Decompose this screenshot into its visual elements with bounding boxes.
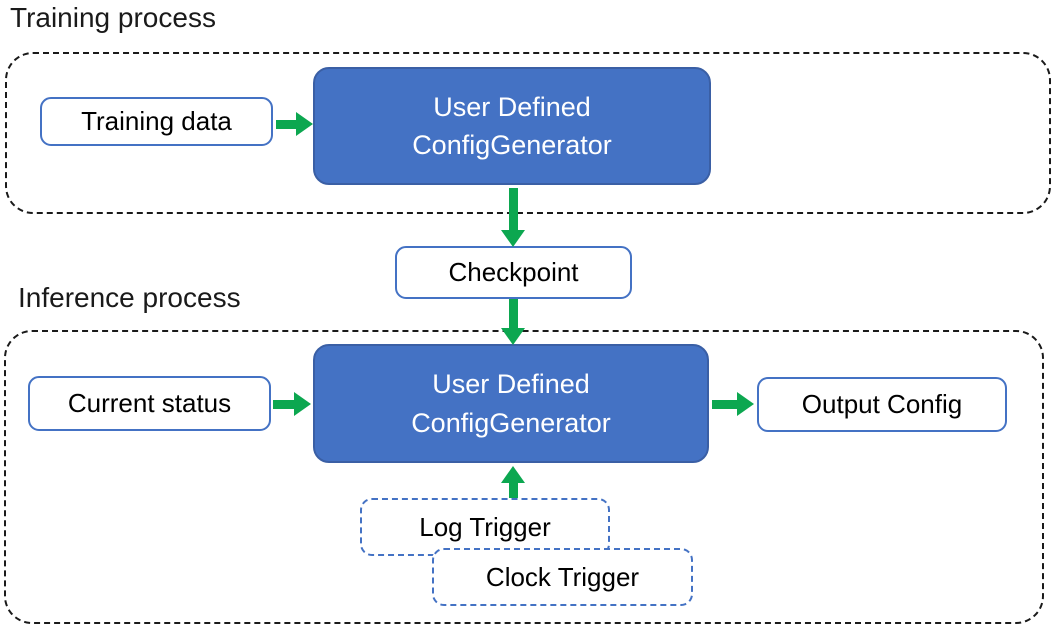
checkpoint-box: Checkpoint: [395, 246, 632, 299]
arrow-generator-to-checkpoint-head-icon: [501, 230, 525, 247]
arrow-generator-to-checkpoint-shaft: [509, 188, 518, 230]
inference-generator-line2: ConfigGenerator: [411, 407, 611, 438]
arrow-checkpoint-to-generator-head-icon: [501, 328, 525, 345]
training-config-generator-box: User Defined ConfigGenerator: [313, 67, 711, 185]
training-generator-line2: ConfigGenerator: [412, 130, 612, 160]
arrow-trigger-to-generator-shaft: [509, 483, 518, 498]
arrow-trigger-to-generator-head-icon: [501, 466, 525, 483]
training-generator-line1: User Defined: [433, 91, 591, 122]
output-config-box: Output Config: [757, 377, 1007, 432]
training-process-title: Training process: [10, 2, 216, 33]
arrow-current-status-to-generator-shaft: [273, 400, 294, 409]
clock-trigger-box: Clock Trigger: [432, 548, 693, 606]
inference-generator-line1: User Defined: [432, 369, 590, 400]
arrow-training-data-to-generator-head-icon: [296, 112, 313, 136]
log-trigger-box: Log Trigger: [360, 498, 610, 556]
training-process-container: [5, 52, 1051, 214]
arrow-generator-to-output-shaft: [712, 400, 737, 409]
arrow-generator-to-output-head-icon: [737, 392, 754, 416]
arrow-checkpoint-to-generator-shaft: [509, 299, 518, 328]
training-data-box: Training data: [40, 97, 273, 146]
arrow-current-status-to-generator-head-icon: [294, 392, 311, 416]
inference-process-title: Inference process: [18, 282, 241, 313]
current-status-box: Current status: [28, 376, 271, 431]
arrow-training-data-to-generator-shaft: [276, 120, 296, 129]
inference-config-generator-box: User Defined ConfigGenerator: [313, 344, 709, 463]
